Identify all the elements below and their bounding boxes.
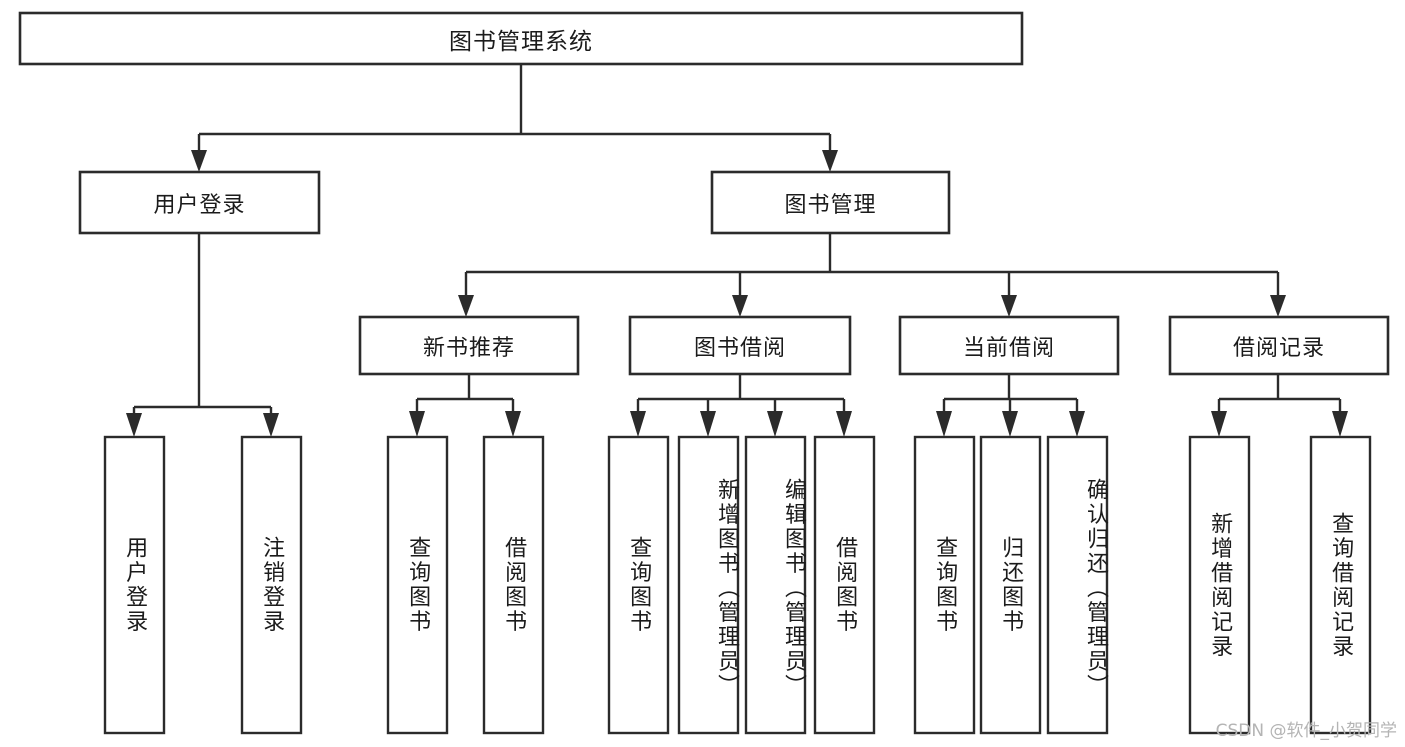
- arrow-to-leaf-borrow-book-1: [505, 411, 521, 437]
- node-user-login-box[interactable]: [78, 170, 321, 235]
- node-leaf-logout-box[interactable]: [240, 435, 303, 735]
- arrow-to-leaf-user-login: [126, 413, 142, 437]
- node-leaf-borrow-book-1-box[interactable]: [482, 435, 545, 735]
- arrow-to-leaf-query-book-2: [630, 411, 646, 437]
- node-leaf-add-book-box[interactable]: [677, 435, 740, 735]
- arrow-to-book-borrow: [732, 295, 748, 317]
- node-leaf-query-book-2-box[interactable]: [607, 435, 670, 735]
- arrow-to-leaf-query-book-3: [936, 411, 952, 437]
- arrow-to-borrow-record: [1270, 295, 1286, 317]
- arrow-to-leaf-return-book: [1002, 411, 1018, 437]
- arrow-to-leaf-add-book: [700, 411, 716, 437]
- node-leaf-query-record-box[interactable]: [1309, 435, 1372, 735]
- arrow-to-leaf-logout: [263, 413, 279, 437]
- arrow-to-current-borrow: [1001, 295, 1017, 317]
- arrow-to-leaf-edit-book: [767, 411, 783, 437]
- node-leaf-confirm-return-box[interactable]: [1046, 435, 1109, 735]
- node-leaf-return-book-box[interactable]: [979, 435, 1042, 735]
- node-book-borrow-box[interactable]: [628, 315, 852, 376]
- node-layer: [18, 11, 1390, 735]
- arrow-to-new-book-rec: [458, 295, 474, 317]
- connector-layer: [126, 64, 1348, 437]
- arrow-to-leaf-query-book-1: [409, 411, 425, 437]
- node-borrow-record-box[interactable]: [1168, 315, 1390, 376]
- arrow-to-leaf-query-record: [1332, 411, 1348, 437]
- arrow-to-book-manage: [822, 150, 838, 172]
- node-leaf-user-login-box[interactable]: [103, 435, 166, 735]
- arrow-to-leaf-borrow-book-2: [836, 411, 852, 437]
- node-leaf-add-record-box[interactable]: [1188, 435, 1251, 735]
- node-leaf-query-book-1-box[interactable]: [386, 435, 449, 735]
- node-book-manage-box[interactable]: [710, 170, 951, 235]
- node-leaf-edit-book-box[interactable]: [744, 435, 807, 735]
- arrow-to-leaf-confirm-return: [1069, 411, 1085, 437]
- arrow-to-user-login: [191, 150, 207, 172]
- arrow-to-leaf-add-record: [1211, 411, 1227, 437]
- node-leaf-query-book-3-box[interactable]: [913, 435, 976, 735]
- node-leaf-borrow-book-2-box[interactable]: [813, 435, 876, 735]
- node-new-book-rec-box[interactable]: [358, 315, 580, 376]
- node-current-borrow-box[interactable]: [898, 315, 1120, 376]
- node-root-box[interactable]: [18, 11, 1024, 66]
